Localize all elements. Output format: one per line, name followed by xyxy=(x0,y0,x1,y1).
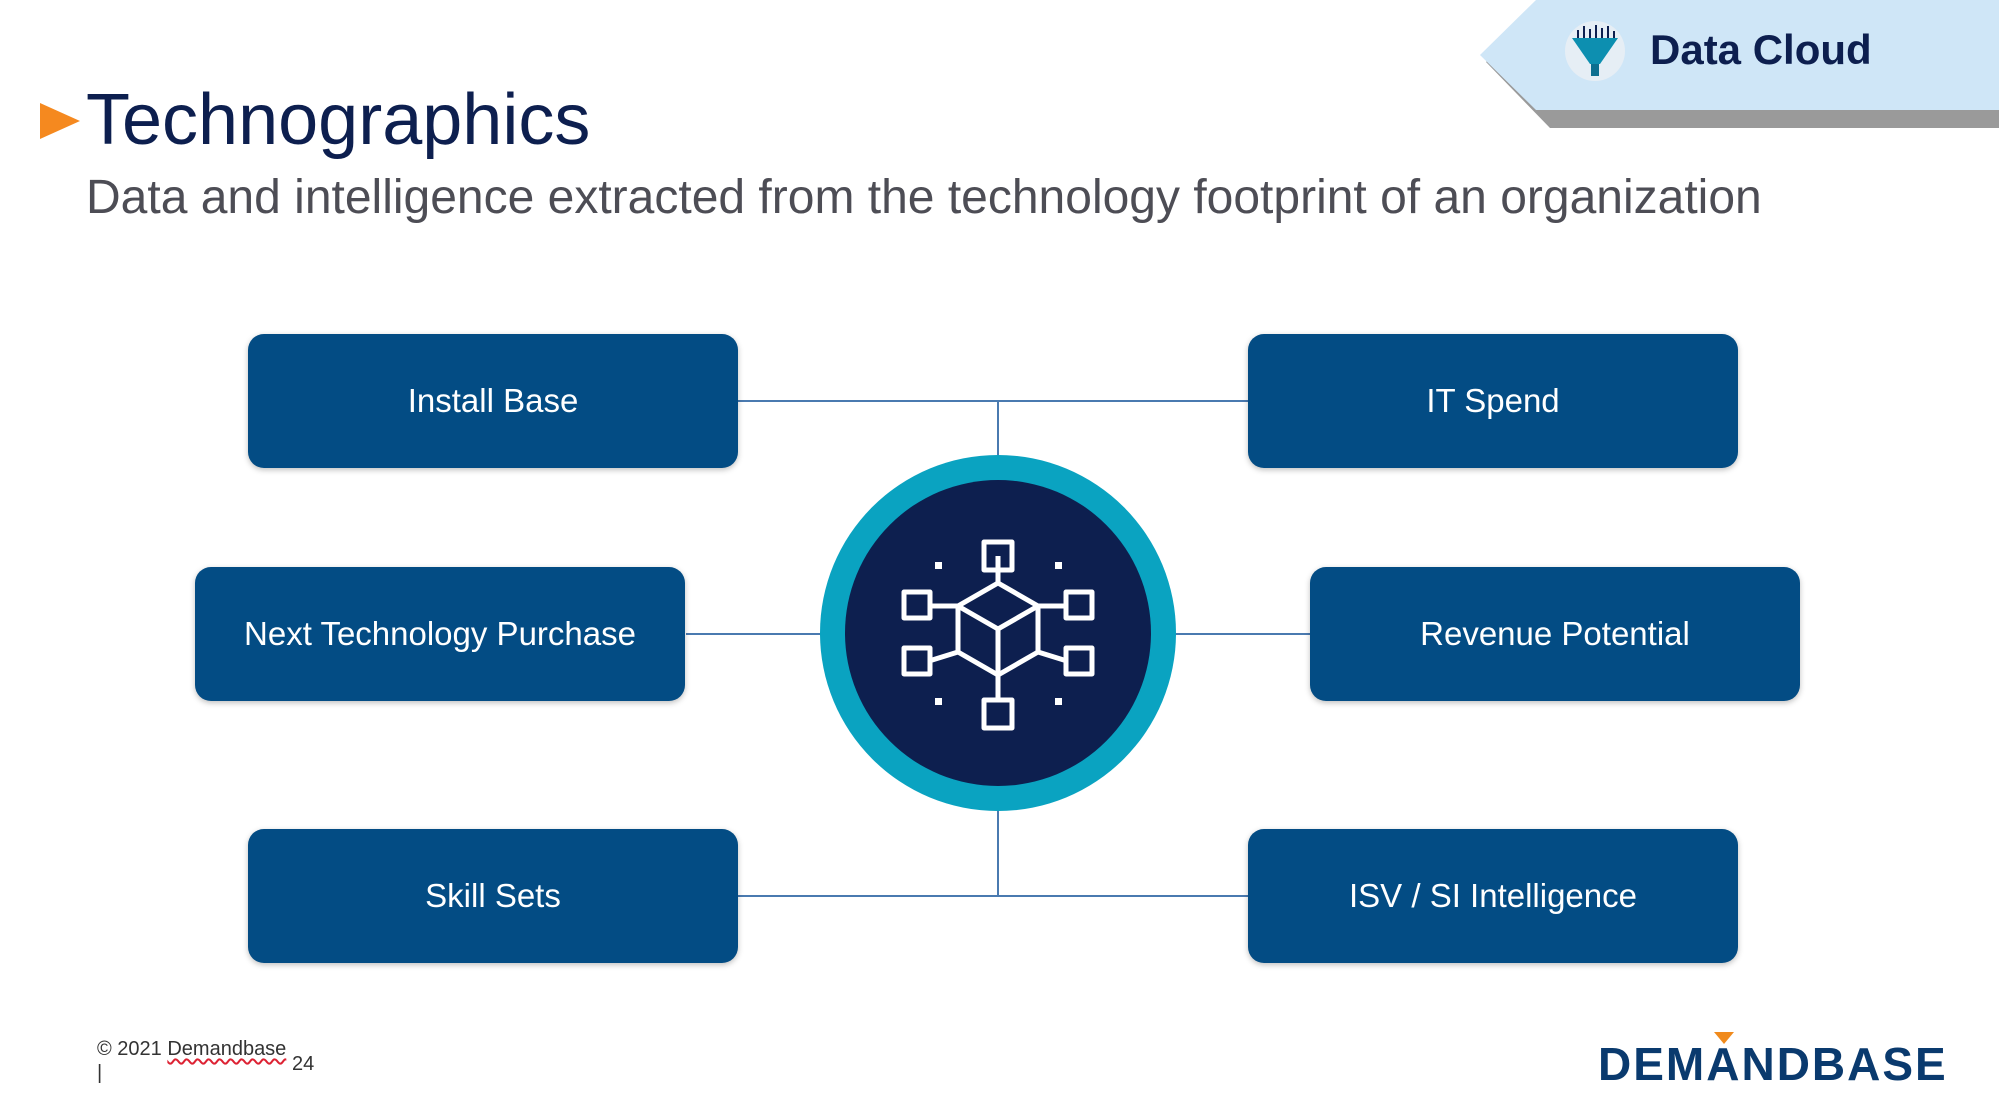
page-title: Technographics xyxy=(86,80,591,160)
title-arrow-icon xyxy=(40,103,80,139)
page-subtitle: Data and intelligence extracted from the… xyxy=(86,171,1762,224)
funnel-icon xyxy=(1564,20,1626,82)
logo-part-3: NDBASE xyxy=(1741,1038,1948,1090)
logo-part-1: DEM xyxy=(1598,1038,1707,1090)
badge-label: Data Cloud xyxy=(1650,26,1872,73)
next-technology-purchase-box: Next Technology Purchase xyxy=(195,567,685,701)
copyright-text: © 2021 Demandbase xyxy=(97,1038,286,1060)
isv-si-intelligence-box: ISV / SI Intelligence xyxy=(1248,829,1738,963)
skill-sets-box: Skill Sets xyxy=(248,829,738,963)
revenue-potential-box: Revenue Potential xyxy=(1310,567,1800,701)
it-spend-box: IT Spend xyxy=(1248,334,1738,468)
copyright-prefix: © 2021 xyxy=(97,1038,168,1060)
footer-separator: | xyxy=(97,1062,103,1084)
install-base-box: Install Base xyxy=(248,334,738,468)
network-cube-icon xyxy=(820,455,1176,811)
copyright-brand: Demandbase xyxy=(167,1038,287,1060)
logo-part-2: A xyxy=(1706,1038,1742,1090)
page-number: 24 xyxy=(292,1053,315,1075)
data-cloud-badge: Data Cloud xyxy=(1480,0,1999,130)
demandbase-logo: DEMANDBASE xyxy=(1598,1037,1948,1091)
